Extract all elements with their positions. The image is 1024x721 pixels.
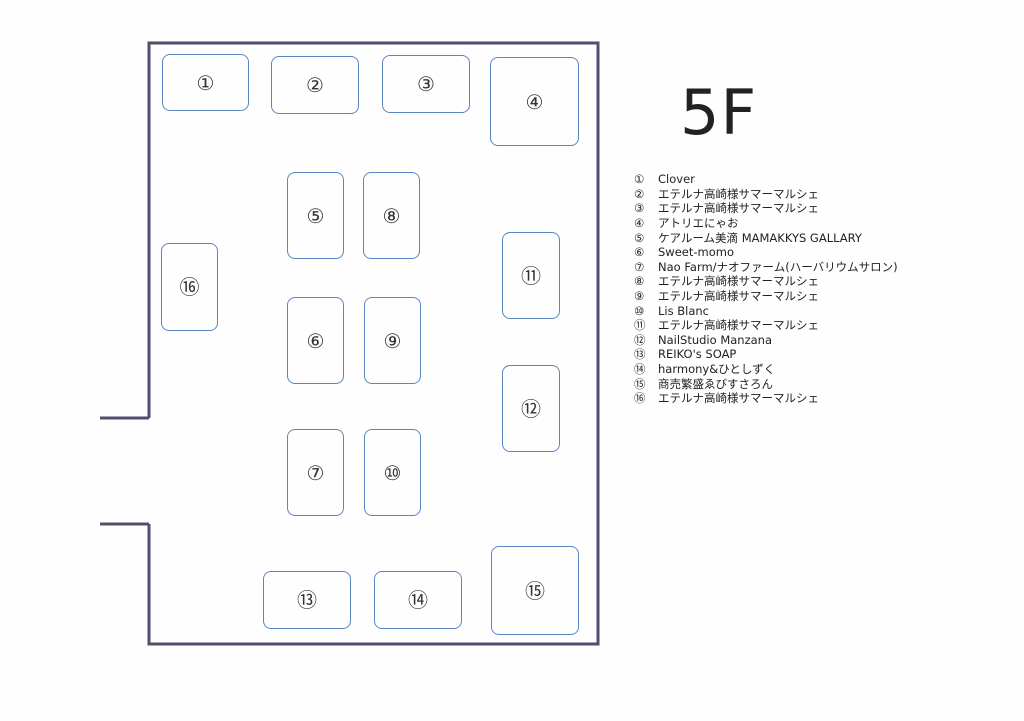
booth-10[interactable]: ⑩ [364,429,421,516]
booth-number: ⑦ [306,460,325,485]
legend-number: ② [634,186,645,201]
booth-2[interactable]: ② [271,56,359,114]
booth-number: ⑯ [179,275,200,299]
legend-name: REIKO's SOAP [658,347,737,362]
legend-item: ⑮ 商売繁盛ゑびすさろん [634,376,898,391]
legend-item: ① Clover [634,172,898,187]
legend-number: ⑨ [634,289,645,304]
booth-3[interactable]: ③ [382,55,470,113]
legend-item: ⑭ harmony&ひとしずく [634,362,898,377]
legend-name: エテルナ高崎様サマーマルシェ [658,186,819,201]
legend-number: ⑤ [634,230,645,245]
legend-number: ⑪ [634,318,646,333]
legend-item: ⑤ ケアルーム美滴 MAMAKKYS GALLARY [634,230,898,245]
legend-number: ③ [634,201,645,216]
legend-number: ⑭ [634,362,646,377]
legend-item: ⑯ エテルナ高崎様サマーマルシェ [634,391,898,406]
booth-number: ⑩ [383,460,402,485]
legend-name: Lis Blanc [658,303,709,318]
legend-name: Clover [658,172,695,187]
booth-15[interactable]: ⑮ [491,546,579,635]
booth-number: ② [306,73,324,97]
legend-item: ④ アトリエにゃお [634,216,898,231]
booth-number: ⑧ [382,203,401,228]
legend-name: アトリエにゃお [658,216,739,231]
legend-item: ⑨ エテルナ高崎様サマーマルシェ [634,289,898,304]
legend-name: エテルナ高崎様サマーマルシェ [658,289,819,304]
booth-13[interactable]: ⑬ [263,571,351,629]
legend-name: 商売繁盛ゑびすさろん [658,376,773,391]
legend-item: ② エテルナ高崎様サマーマルシェ [634,187,898,202]
booth-6[interactable]: ⑥ [287,297,344,384]
booth-7[interactable]: ⑦ [287,429,344,516]
legend-item: ⑫ NailStudio Manzana [634,333,898,348]
booth-number: ⑤ [306,203,325,228]
legend-name: NailStudio Manzana [658,332,773,347]
legend-name: エテルナ高崎様サマーマルシェ [658,391,819,406]
legend-name: エテルナ高崎様サマーマルシェ [658,201,819,216]
legend-number: ⑯ [634,391,646,406]
legend-number: ⑮ [634,376,646,391]
booth-12[interactable]: ⑫ [502,365,560,452]
booth-number: ⑨ [383,328,402,353]
legend-name: Nao Farm/ナオファーム(ハーバリウムサロン) [658,259,898,274]
legend-number: ⑫ [634,332,646,347]
booth-number: ⑫ [521,396,541,421]
booth-number: ⑥ [306,328,325,353]
booth-number: ① [196,70,215,95]
legend-item: ⑧ エテルナ高崎様サマーマルシェ [634,274,898,289]
booth-number: ⑮ [525,578,545,603]
legend-number: ① [634,172,645,187]
legend-number: ⑥ [634,245,645,260]
booth-4[interactable]: ④ [490,57,579,146]
legend-name: harmony&ひとしずく [658,362,776,377]
legend-name: ケアルーム美滴 MAMAKKYS GALLARY [658,230,862,245]
legend-number: ④ [634,216,645,231]
legend-item: ⑦ Nao Farm/ナオファーム(ハーバリウムサロン) [634,260,898,275]
legend-item: ③ エテルナ高崎様サマーマルシェ [634,201,898,216]
legend-number: ⑦ [634,259,645,274]
legend-item: ⑪ エテルナ高崎様サマーマルシェ [634,318,898,333]
booth-8[interactable]: ⑧ [363,172,420,259]
booth-14[interactable]: ⑭ [374,571,462,629]
legend-item: ⑥ Sweet-momo [634,245,898,260]
floor-label: 5F [680,76,758,149]
booth-16[interactable]: ⑯ [161,243,218,331]
legend-number: ⑩ [634,303,645,318]
legend-name: エテルナ高崎様サマーマルシェ [658,274,819,289]
booth-1[interactable]: ① [162,54,249,111]
booth-number: ⑬ [297,588,317,612]
legend-name: エテルナ高崎様サマーマルシェ [658,318,819,333]
legend-item: ⑬ REIKO's SOAP [634,347,898,362]
legend-item: ⑩ Lis Blanc [634,303,898,318]
legend-number: ⑧ [634,274,645,289]
booth-5[interactable]: ⑤ [287,172,344,259]
booth-11[interactable]: ⑪ [502,232,560,319]
booth-number: ⑭ [408,588,428,612]
wall-outline [147,41,600,646]
booth-number: ③ [417,72,435,96]
booth-number: ④ [525,89,544,114]
legend-name: Sweet-momo [658,245,734,260]
booth-number: ⑪ [521,263,541,288]
legend-number: ⑬ [634,347,646,362]
booth-9[interactable]: ⑨ [364,297,421,384]
